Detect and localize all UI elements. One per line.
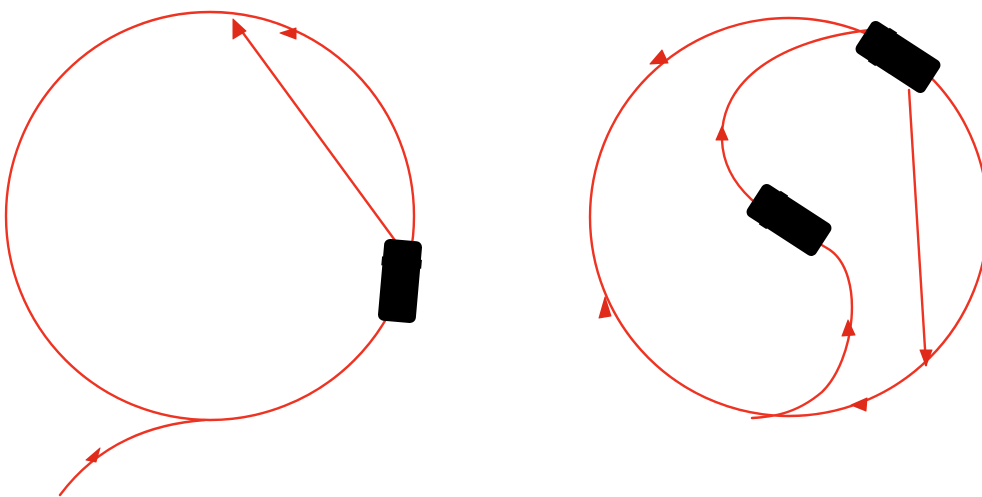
arrow-head-approach xyxy=(86,448,100,462)
arrow-head-outer-bottom xyxy=(851,398,867,411)
right-diagram xyxy=(590,18,982,418)
arrow-head-circle-top xyxy=(280,28,296,39)
right-shortcut-line xyxy=(909,90,926,365)
grey-car xyxy=(744,181,835,259)
arrow-head-outer-top xyxy=(650,50,668,64)
approach-path xyxy=(60,420,205,495)
left-circle-path xyxy=(6,12,414,420)
left-shortcut-line xyxy=(235,22,402,250)
arrow-head-inner-upper xyxy=(716,126,728,140)
blue-car-left xyxy=(377,238,424,323)
left-diagram xyxy=(6,12,423,495)
arrow-head-inner-lower xyxy=(842,320,855,336)
